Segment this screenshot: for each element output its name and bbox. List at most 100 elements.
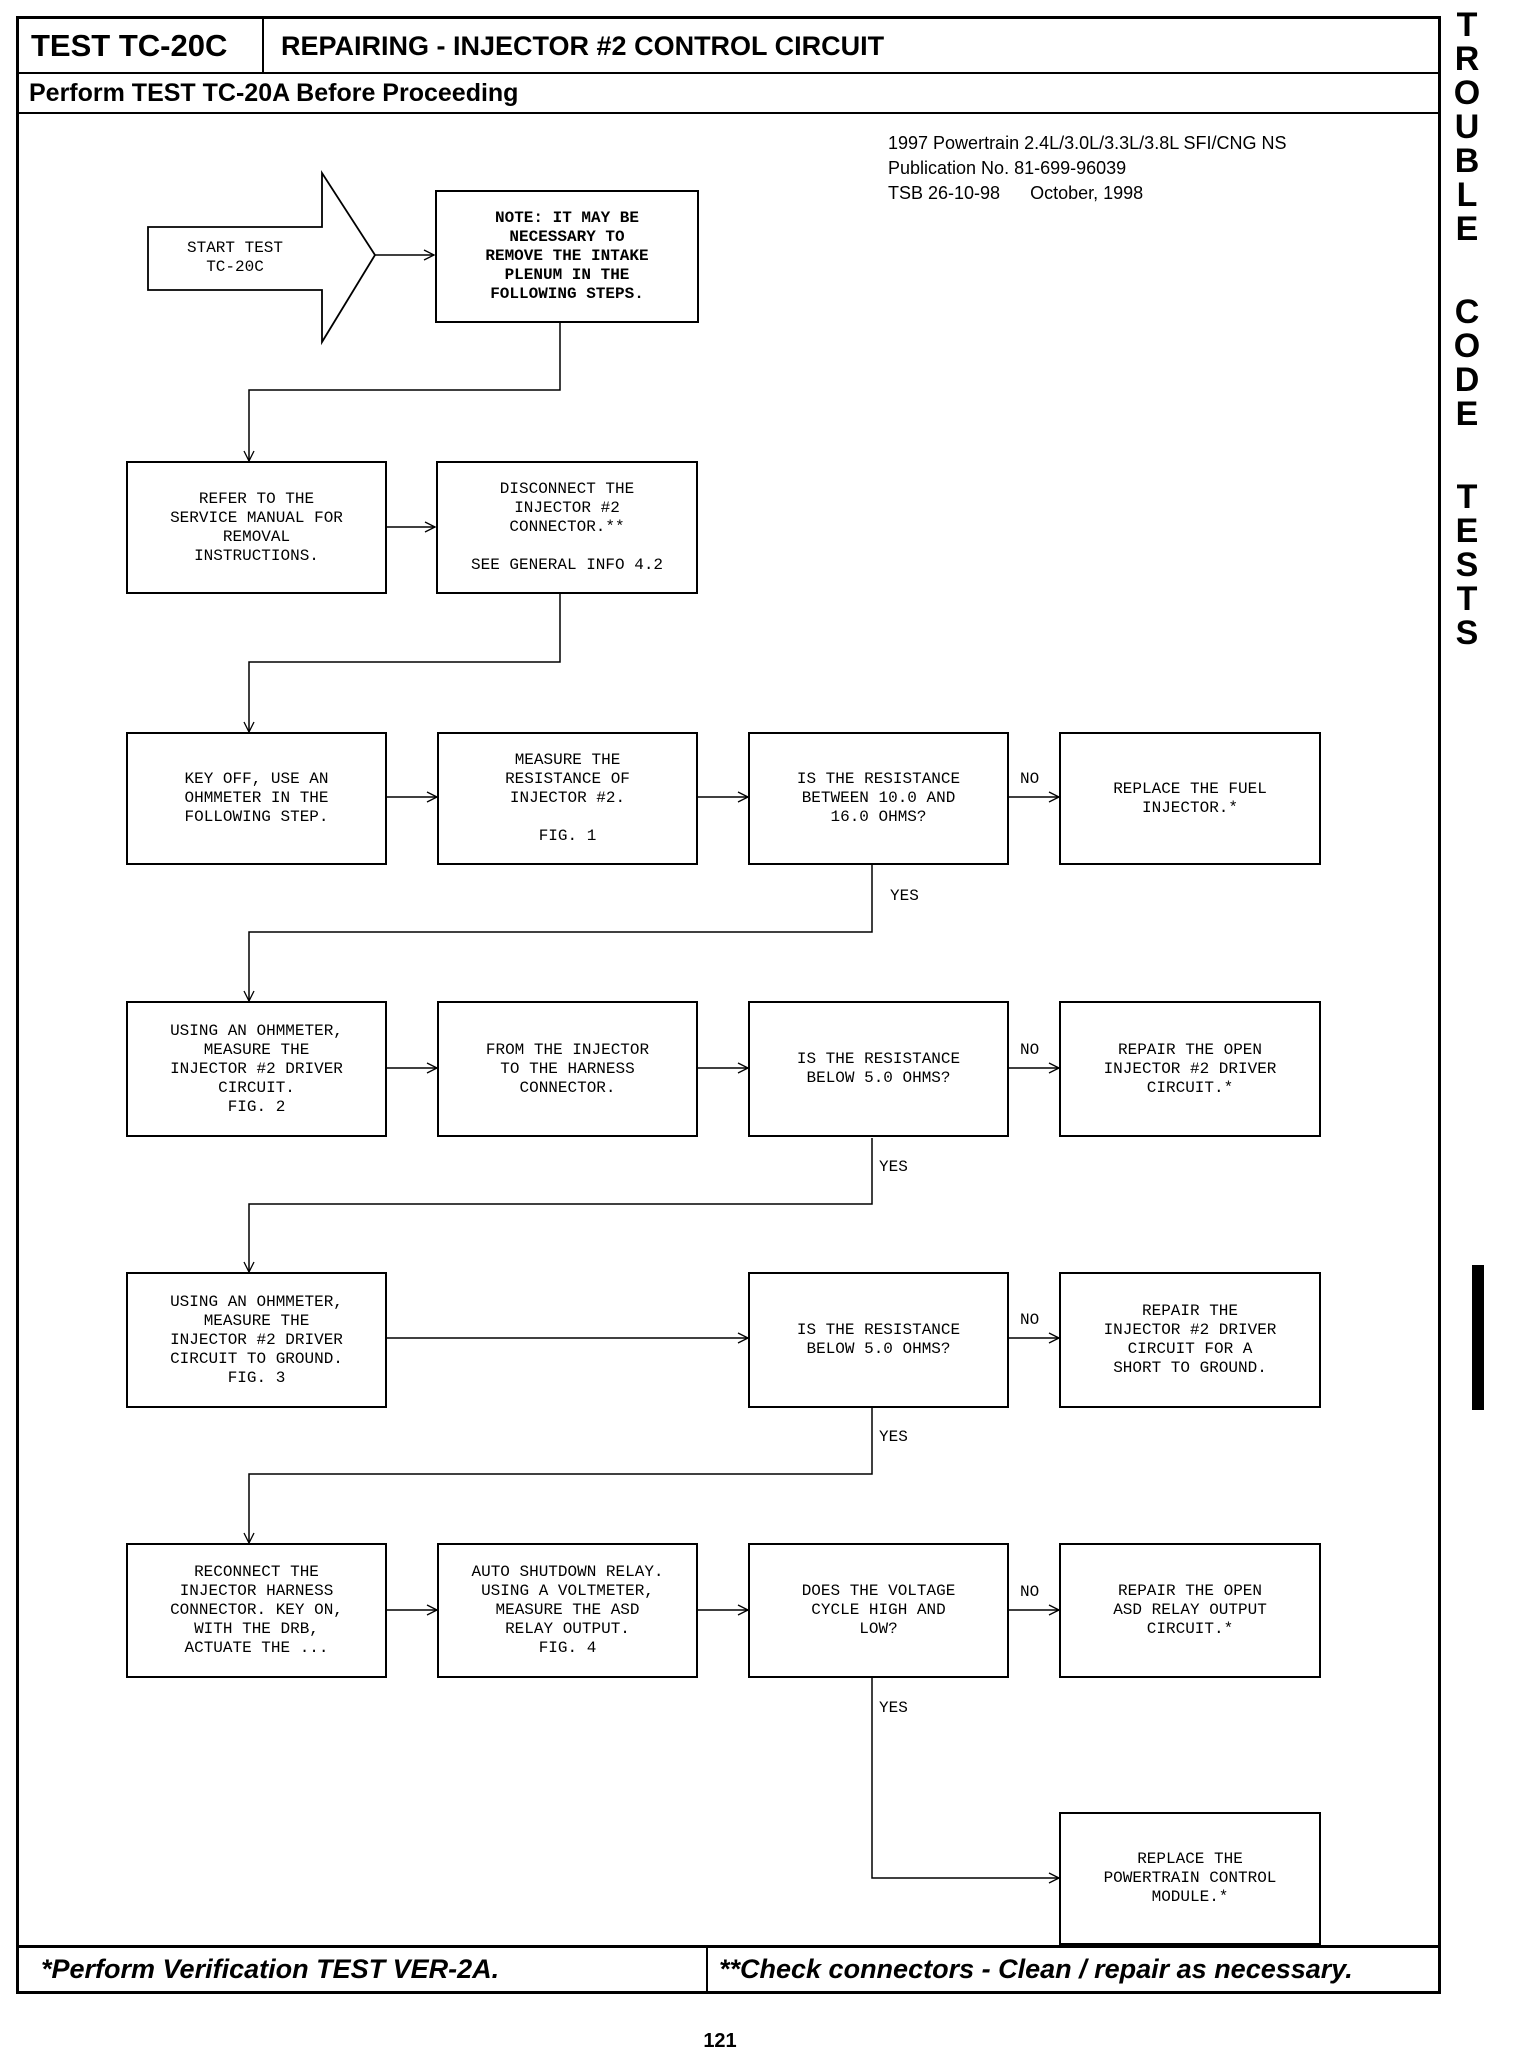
measure-resistance-box: MEASURE THE RESISTANCE OF INJECTOR #2. F… [437, 732, 698, 865]
r2-line: INJECTOR #2 DRIVER [1103, 1059, 1277, 1078]
no-label: NO [1020, 1041, 1040, 1059]
using1-line: MEASURE THE [203, 1040, 310, 1059]
yes-label: YES [879, 1158, 908, 1176]
connector-q3-reconnect [249, 1408, 873, 1543]
yes-label: YES [879, 1699, 908, 1717]
from-line: TO THE HARNESS [500, 1059, 635, 1078]
final-line: MODULE.* [1151, 1888, 1229, 1906]
repair-open-driver-circuit-box: REPAIR THE OPEN INJECTOR #2 DRIVER CIRCU… [1059, 1001, 1321, 1137]
disconnect-line [562, 537, 572, 556]
measure-circuit-to-ground-box: USING AN OHMMETER, MEASURE THE INJECTOR … [126, 1272, 387, 1408]
auto-line: AUTO SHUTDOWN RELAY. [471, 1563, 664, 1581]
r2-line: CIRCUIT.* [1146, 1078, 1234, 1097]
r4-line: REPAIR THE OPEN [1117, 1582, 1263, 1600]
side-tab-letter: S [1455, 546, 1479, 584]
side-tab-letter: T [1456, 6, 1478, 44]
final-line: REPLACE THE [1137, 1850, 1243, 1868]
note-line: REMOVE THE INTAKE [485, 247, 649, 265]
note-line: PLENUM IN THE [504, 266, 630, 284]
note-line: NOTE: IT MAY BE [494, 209, 640, 227]
repair-short-to-ground-box: REPAIR THE INJECTOR #2 DRIVER CIRCUIT FO… [1059, 1272, 1321, 1408]
side-tab-letter: O [1453, 74, 1481, 112]
disconnect-line: INJECTOR #2 [514, 499, 620, 517]
refer-line: REMOVAL [222, 527, 291, 546]
note-box: NOTE: IT MAY BE NECESSARY TO REMOVE THE … [435, 190, 699, 323]
measure-driver-circuit-box: USING AN OHMMETER, MEASURE THE INJECTOR … [126, 1001, 387, 1137]
start-line: TC-20C [206, 258, 264, 276]
no-label: NO [1020, 770, 1040, 788]
side-tab-letter: S [1455, 614, 1479, 652]
measure-line: FIG. 1 [538, 827, 597, 845]
q3-line: BELOW 5.0 OHMS? [806, 1340, 951, 1358]
reconnect-harness-box: RECONNECT THE INJECTOR HARNESS CONNECTOR… [126, 1543, 387, 1678]
section-tab-marker [1472, 1265, 1484, 1410]
disconnect-line: CONNECTOR.** [509, 518, 625, 536]
disconnect-line: DISCONNECT THE [499, 480, 635, 498]
q2-line: IS THE RESISTANCE [796, 1050, 961, 1068]
q4-line: DOES THE VOLTAGE [801, 1582, 956, 1600]
note-line: NECESSARY TO [509, 228, 625, 246]
page-header: TEST TC-20C REPAIRING - INJECTOR #2 CONT… [19, 19, 1438, 74]
final-line: POWERTRAIN CONTROL [1103, 1869, 1277, 1887]
publication-info: 1997 Powertrain 2.4L/3.0L/3.3L/3.8L SFI/… [888, 131, 1287, 206]
page-subtitle: Perform TEST TC-20A Before Proceeding [19, 74, 1438, 114]
side-tab-letter: E [1455, 210, 1479, 248]
using2-line: MEASURE THE [203, 1311, 310, 1330]
page-title: REPAIRING - INJECTOR #2 CONTROL CIRCUIT [281, 31, 885, 61]
refer-line: REFER TO THE [198, 489, 315, 508]
connector-q2-using2 [249, 1138, 873, 1272]
page-number: 121 [703, 2030, 737, 2052]
asd-relay-output-box: AUTO SHUTDOWN RELAY. USING A VOLTMETER, … [437, 1543, 698, 1678]
r3-line: REPAIR THE [1141, 1302, 1238, 1320]
reconnect-line: INJECTOR HARNESS [179, 1582, 334, 1600]
r4-line: CIRCUIT.* [1146, 1620, 1234, 1638]
test-id: TEST TC-20C [19, 19, 264, 72]
reconnect-line: RECONNECT THE [194, 1563, 319, 1581]
repair-asd-relay-output-box: REPAIR THE OPEN ASD RELAY OUTPUT CIRCUIT… [1059, 1543, 1321, 1678]
footer-verification-note: *Perform Verification TEST VER-2A. [19, 1948, 708, 1991]
measure-line: MEASURE THE [514, 751, 621, 769]
q3-line: IS THE RESISTANCE [796, 1321, 961, 1339]
publication-line-2: Publication No. 81-699-96039 [888, 158, 1127, 178]
side-tab-letter: T [1456, 478, 1478, 516]
using2-line: FIG. 3 [227, 1368, 286, 1387]
auto-line: FIG. 4 [538, 1639, 597, 1657]
side-tab-letter: O [1453, 327, 1481, 365]
using2-line: USING AN OHMMETER, [170, 1292, 343, 1311]
using2-line: CIRCUIT TO GROUND. [170, 1349, 343, 1368]
connector-q1-using1 [249, 865, 873, 1001]
measure-line [563, 808, 573, 827]
question-voltage-cycle-box: DOES THE VOLTAGE CYCLE HIGH AND LOW? [748, 1543, 1009, 1678]
disconnect-line: SEE GENERAL INFO 4.2 [470, 556, 664, 574]
question-below-5-ohms-box: IS THE RESISTANCE BELOW 5.0 OHMS? [748, 1001, 1009, 1137]
no-label: NO [1020, 1311, 1040, 1329]
disconnect-connector-box: DISCONNECT THE INJECTOR #2 CONNECTOR.** … [436, 461, 698, 594]
side-tab-letter: C [1454, 293, 1480, 331]
refer-service-manual-box: REFER TO THE SERVICE MANUAL FOR REMOVAL … [126, 461, 387, 594]
footer-connector-note: **Check connectors - Clean / repair as n… [719, 1954, 1353, 1984]
r1-line: REPLACE THE FUEL [1113, 779, 1267, 798]
auto-line: RELAY OUTPUT. [505, 1620, 630, 1638]
side-tab-letter: R [1454, 40, 1480, 78]
q4-line: CYCLE HIGH AND [811, 1601, 946, 1619]
side-tab-letter: U [1454, 108, 1480, 146]
replace-pcm-box: REPLACE THE POWERTRAIN CONTROL MODULE.* [1059, 1812, 1321, 1945]
q1-line: 16.0 OHMS? [830, 808, 927, 826]
start-test-label: START TEST TC-20C [150, 229, 320, 287]
measure-line: RESISTANCE OF [505, 770, 630, 788]
start-line: START TEST [186, 239, 283, 257]
reconnect-line: WITH THE DRB, [194, 1620, 319, 1638]
replace-fuel-injector-box: REPLACE THE FUEL INJECTOR.* [1059, 732, 1321, 865]
reconnect-line: CONNECTOR. KEY ON, [170, 1601, 343, 1619]
publication-line-1: 1997 Powertrain 2.4L/3.0L/3.3L/3.8L SFI/… [888, 133, 1287, 153]
note-line: FOLLOWING STEPS. [490, 285, 644, 303]
using1-line: CIRCUIT. [218, 1078, 295, 1097]
side-tab-letter: T [1456, 580, 1478, 618]
key-off-line: KEY OFF, USE AN [184, 770, 329, 788]
question-below-5-ohms-ground-box: IS THE RESISTANCE BELOW 5.0 OHMS? [748, 1272, 1009, 1408]
page-frame [16, 16, 1441, 1994]
yes-label: YES [879, 1428, 908, 1446]
key-off-line: FOLLOWING STEP. [184, 808, 329, 826]
from-line: FROM THE INJECTOR [485, 1040, 650, 1059]
r4-line: ASD RELAY OUTPUT [1113, 1601, 1267, 1619]
